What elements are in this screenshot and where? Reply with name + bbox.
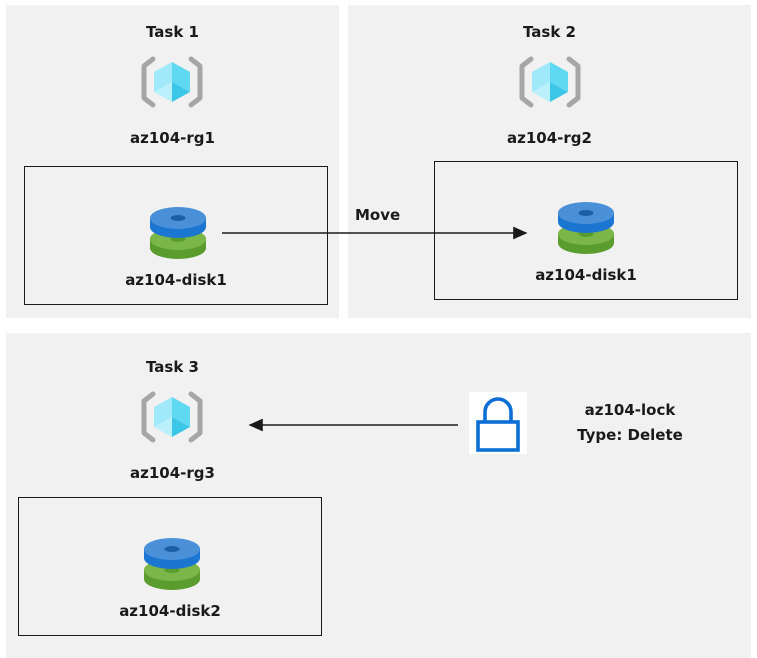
lock-arrow <box>248 418 458 432</box>
task-2-title: Task 2 <box>523 23 576 41</box>
resource-box-task-2 <box>434 161 738 300</box>
resource-group-icon <box>140 53 204 111</box>
lock-icon <box>469 392 527 454</box>
resource-group-label: az104-rg3 <box>130 464 215 482</box>
resource-group-label: az104-rg2 <box>507 129 592 147</box>
resource-group-icon <box>518 53 582 111</box>
disk-label: az104-disk1 <box>535 266 637 284</box>
lock-name-label: az104-lock <box>584 401 676 419</box>
move-arrow <box>222 226 528 240</box>
lock-type-label: Type: Delete <box>577 426 683 444</box>
disk-label: az104-disk1 <box>125 271 227 289</box>
task-1-title: Task 1 <box>146 23 199 41</box>
managed-disk-icon <box>139 533 205 595</box>
resource-box-task-3 <box>18 497 322 636</box>
panel-task-1: Task 1 az104-rg1 <box>6 5 339 318</box>
resource-group-label: az104-rg1 <box>130 129 215 147</box>
task-3-title: Task 3 <box>146 358 199 376</box>
disk-label: az104-disk2 <box>119 602 221 620</box>
resource-box-task-1 <box>24 166 328 305</box>
managed-disk-icon <box>553 197 619 259</box>
move-arrow-label: Move <box>355 206 401 224</box>
resource-group-icon <box>140 388 204 446</box>
panel-task-3: Task 3 az104-rg3 <box>6 333 751 658</box>
managed-disk-icon <box>145 202 211 264</box>
